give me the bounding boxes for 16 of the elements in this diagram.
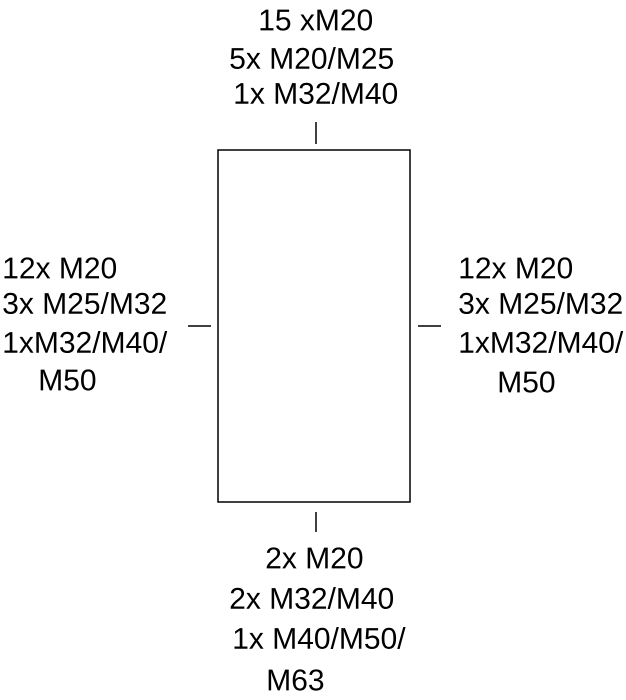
entry-label: M50	[500, 371, 554, 393]
entry-label: 12x M20	[460, 257, 572, 279]
enclosure-box	[217, 149, 411, 503]
entry-label: 2x M32/M40	[230, 586, 394, 610]
entry-label: M63	[268, 669, 324, 691]
entry-label: 3x M25/M32	[3, 292, 166, 314]
entry-label: 12x M20	[4, 257, 116, 279]
entry-label: 1xM32/M40/	[460, 330, 624, 354]
entry-label: 2x M20	[266, 547, 362, 569]
entry-label: 1x M40/M50/	[234, 626, 406, 650]
entry-label: 1xM32/M40/	[4, 330, 168, 354]
entry-label: M50	[40, 369, 96, 391]
entry-label: 1x M32/M40	[236, 82, 398, 104]
entry-label: 3x M25/M32	[459, 292, 622, 314]
entry-label: 5x M20/M25	[230, 46, 393, 69]
entry-label: 15 xM20	[260, 9, 372, 31]
